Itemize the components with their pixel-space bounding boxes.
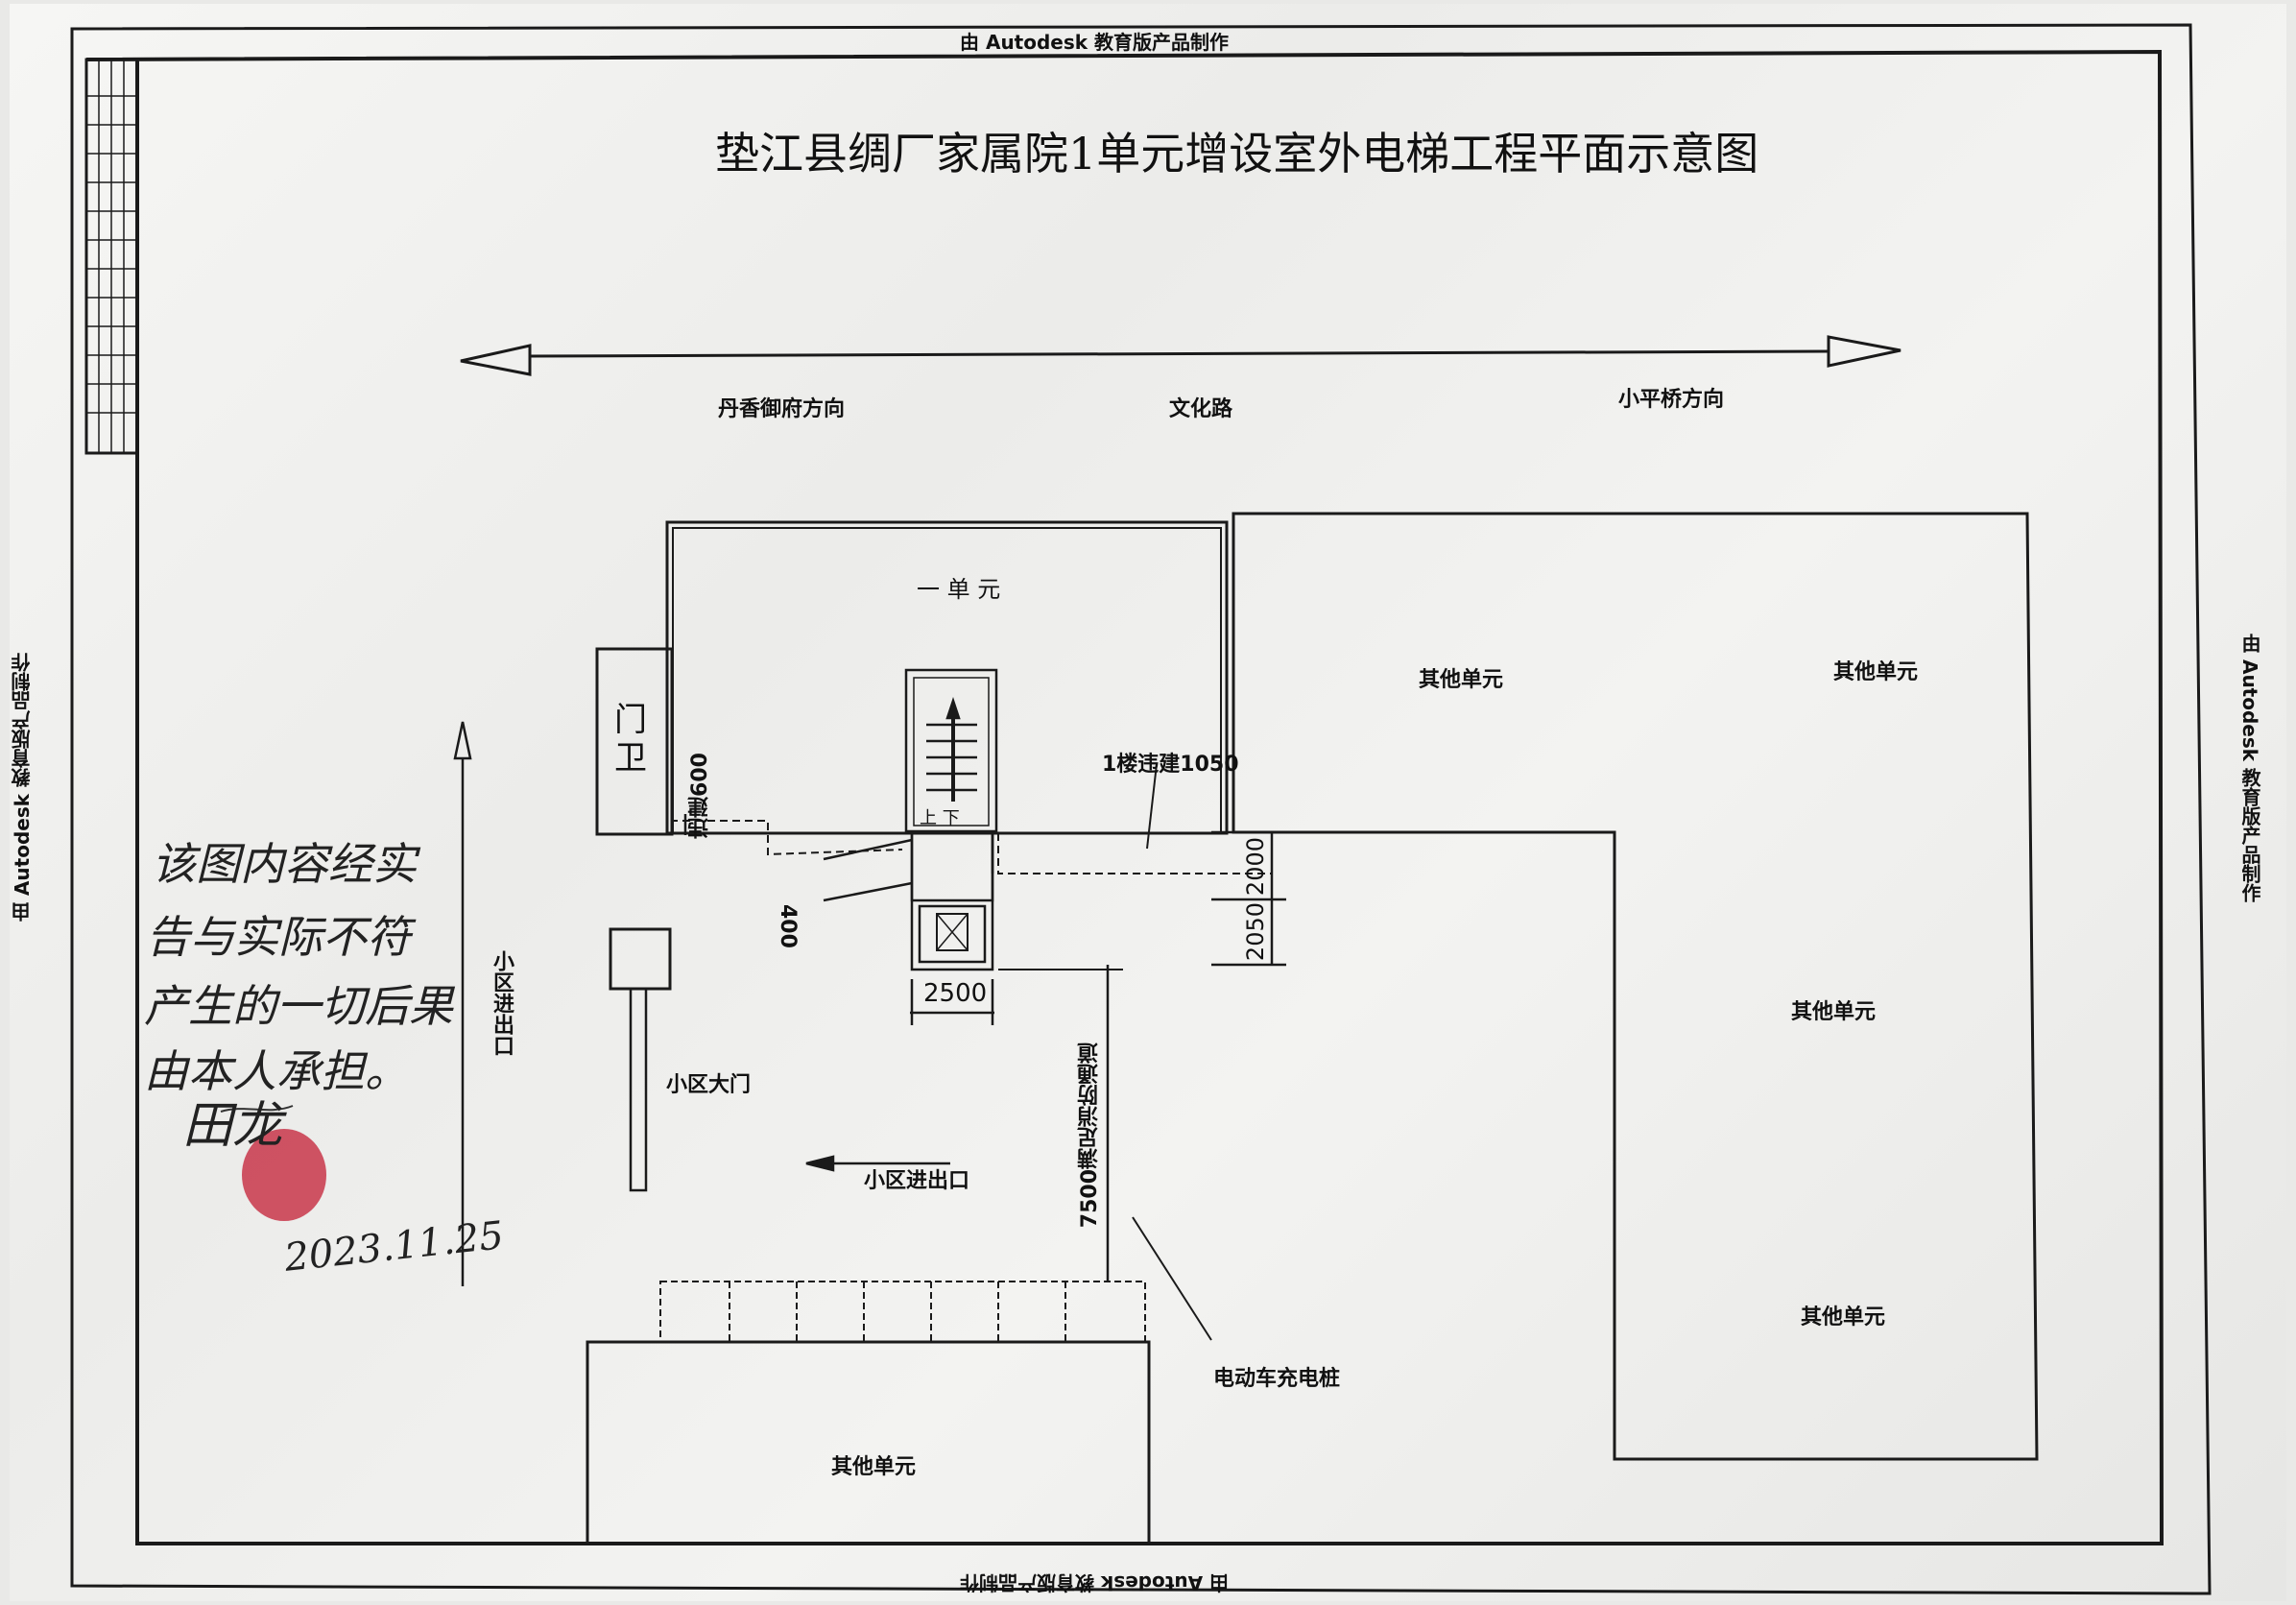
ev-charging-label: 电动车充电桩	[1213, 1367, 1341, 1391]
stair-up-down-label: 上 下	[920, 808, 960, 828]
community-entrance-vertical-label: 小区进出口	[490, 950, 514, 1056]
red-seal	[242, 1129, 326, 1221]
drawing-sheet	[10, 4, 2286, 1601]
handwriting-line-3: 产生的一切后果	[144, 980, 453, 1032]
community-gate-label: 小区大门	[666, 1073, 752, 1097]
handwriting-line-1: 该图内容经实	[152, 838, 417, 890]
dim-2500: 2500	[923, 979, 988, 1008]
road-right-direction: 小平桥方向	[1618, 388, 1725, 412]
other-unit-label-4: 其他单元	[1801, 1306, 1886, 1330]
other-unit-label-1: 其他单元	[1419, 668, 1504, 692]
dim-400: 400	[776, 904, 800, 948]
dim-2000: 2000	[1242, 837, 1269, 897]
handwriting-line-4: 由本人承担。	[144, 1045, 409, 1097]
other-unit-label-2: 其他单元	[1833, 660, 1919, 684]
dim-illegal-600: 违建600	[688, 753, 712, 839]
watermark-left: 由 Autodesk 教育版产品制作	[11, 653, 34, 922]
watermark-bottom: 由 Autodesk 教育版产品制作	[960, 1571, 1230, 1594]
dim-2050: 2050	[1242, 902, 1269, 962]
watermark-top: 由 Autodesk 教育版产品制作	[960, 31, 1230, 54]
other-unit-label-3: 其他单元	[1791, 1000, 1877, 1024]
guard-label: 门卫	[614, 701, 647, 778]
handwriting-line-2: 告与实际不符	[146, 911, 411, 963]
handwriting-signature: 田龙	[182, 1097, 283, 1155]
community-entrance-label: 小区进出口	[864, 1169, 970, 1193]
dim-illegal-1050: 1楼违建1050	[1102, 753, 1239, 777]
road-name: 文化路	[1169, 397, 1233, 421]
drawing-title: 垫江县绸厂家属院1单元增设室外电梯工程平面示意图	[715, 128, 1759, 180]
road-left-direction: 丹香御府方向	[718, 397, 846, 421]
unit-one-label: 一 单 元	[917, 576, 1001, 603]
watermark-right: 由 Autodesk 教育版产品制作	[2238, 634, 2261, 903]
other-unit-label-5: 其他单元	[831, 1455, 917, 1479]
dim-7500: 7500满足消防通道	[1078, 1042, 1102, 1229]
